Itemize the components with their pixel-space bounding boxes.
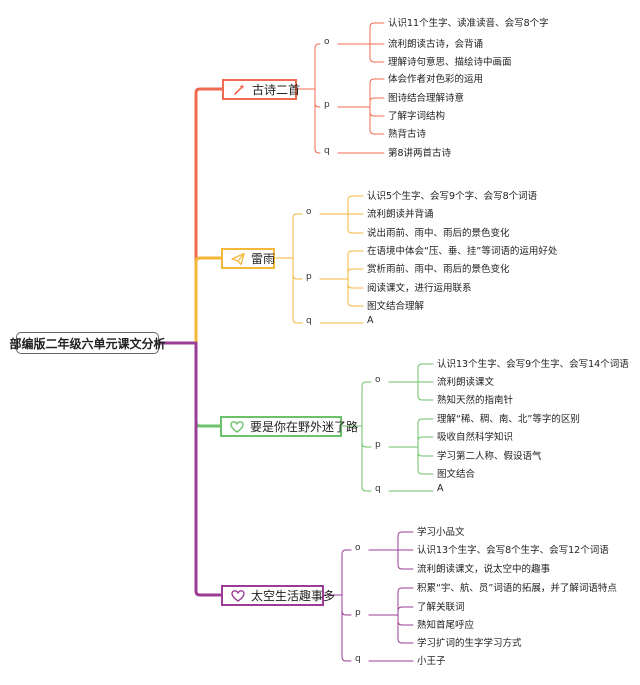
group-label[interactable]: o (306, 207, 312, 217)
leaf-topic[interactable]: 体会作者对色彩的运用 (388, 74, 484, 85)
leaf-branch (319, 278, 364, 289)
group-label[interactable]: p (324, 100, 330, 110)
leaf-topic[interactable]: 图诗结合理解诗意 (388, 93, 465, 104)
group-branch (341, 425, 372, 492)
leaf-branch (337, 22, 385, 45)
leaf-topic[interactable]: 流利朗读并背诵 (367, 209, 434, 220)
leaf-topic[interactable]: 学习小品文 (417, 527, 465, 538)
lesson-node[interactable]: 太空生活趣事多 (221, 585, 335, 606)
leaf-branch (368, 587, 414, 616)
lesson-branch (194, 341, 222, 428)
lesson-node[interactable]: 古诗二首 (222, 79, 301, 100)
leaf-branch (388, 418, 434, 448)
group-label[interactable]: o (355, 543, 361, 553)
root-label: 部编版二年级六单元课文分析 (9, 336, 166, 351)
leaf-topic[interactable]: 积累“宇、航、员”词语的拓展，并了解词语特点 (417, 583, 617, 594)
group-branch (296, 43, 321, 90)
group-branch (296, 88, 321, 154)
leaf-topic[interactable]: 熟知天然的指南针 (437, 395, 514, 406)
group-label[interactable]: o (324, 37, 330, 47)
leaf-topic[interactable]: 在语境中体会“压、垂、挂”等词语的运用好处 (367, 246, 558, 257)
leaf-topic[interactable]: 第8讲两首古诗 (388, 148, 452, 159)
lesson-branch (194, 341, 223, 597)
leaf-topic[interactable]: 了解关联词 (417, 602, 465, 613)
leaf-topic[interactable]: 说出雨前、雨中、雨后的景色变化 (367, 228, 510, 239)
leaf-topic[interactable]: 熟知首尾呼应 (417, 620, 475, 631)
leaf-branch (319, 250, 364, 280)
leaf-topic[interactable]: 图文结合 (437, 469, 476, 480)
paper-plane-icon (231, 252, 245, 266)
leaf-topic[interactable]: 理解“稀、稠、南、北”等字的区别 (437, 414, 580, 425)
leaf-branch (337, 43, 385, 63)
leaf-branch (319, 213, 364, 234)
leaf-topic[interactable]: 认识13个生字、会写8个生字、会写12个词语 (417, 545, 609, 556)
leaf-topic[interactable]: 熟背古诗 (388, 129, 427, 140)
lesson-node[interactable]: 雷雨 (221, 248, 275, 269)
leaf-topic[interactable]: 阅读课文，进行运用联系 (367, 283, 472, 294)
leaf-branch (388, 446, 434, 475)
group-branch (323, 594, 352, 662)
heart-icon (231, 589, 245, 603)
lesson-title: 古诗二首 (252, 83, 301, 97)
group-label[interactable]: p (355, 608, 361, 618)
leaf-branch (337, 106, 385, 117)
leaf-topic[interactable]: 认识13个生字、会写9个生字、会写14个词语 (437, 359, 629, 370)
leaf-branch (368, 549, 414, 570)
leaf-topic[interactable]: A (437, 483, 444, 494)
leaf-branch (368, 614, 414, 626)
leaf-branch (388, 381, 434, 401)
leaf-branch (337, 97, 385, 108)
group-label[interactable]: p (306, 272, 312, 282)
group-branch (323, 549, 352, 596)
leaf-branch (368, 606, 414, 616)
leaf-topic[interactable]: 认识11个生字、读准读音、会写8个字 (388, 18, 549, 29)
leaf-branch (388, 363, 434, 383)
leaf-branch (319, 195, 364, 215)
leaf-topic[interactable]: 吸收自然科学知识 (437, 432, 514, 443)
magic-wand-icon (232, 83, 246, 97)
group-label[interactable]: p (375, 440, 381, 450)
group-branch (341, 381, 372, 427)
leaf-branch (337, 78, 385, 108)
leaf-topic[interactable]: 了解字词结构 (388, 111, 446, 122)
leaf-topic[interactable]: 流利朗读古诗，会背诵 (388, 39, 484, 50)
group-label[interactable]: q (306, 316, 312, 326)
lesson-branch (194, 87, 224, 345)
leaf-branch (388, 446, 434, 457)
leaf-topic[interactable]: 学习第二人称、假设语气 (437, 451, 542, 462)
leaf-branch (337, 106, 385, 135)
lesson-title: 太空生活趣事多 (251, 589, 336, 603)
group-label[interactable]: q (355, 654, 361, 664)
leaf-branch (319, 268, 364, 280)
lesson-branch (194, 256, 223, 345)
leaf-topic[interactable]: 学习扩词的生字学习方式 (417, 638, 522, 649)
leaf-topic[interactable]: 认识5个生字、会写9个字、会写8个词语 (367, 191, 538, 202)
group-label[interactable]: o (375, 375, 381, 385)
leaf-topic[interactable]: 流利朗读课文 (437, 377, 495, 388)
leaf-topic[interactable]: 赏析雨前、雨中、雨后的景色变化 (367, 264, 510, 275)
heart-icon (230, 420, 244, 434)
leaf-branch (368, 614, 414, 644)
group-label[interactable]: q (375, 484, 381, 494)
leaf-topic[interactable]: 图文结合理解 (367, 301, 425, 312)
group-branch (296, 88, 321, 108)
leaf-branch (319, 278, 364, 307)
group-label[interactable]: q (324, 146, 330, 156)
group-branch (274, 257, 303, 324)
root-node[interactable]: 部编版二年级六单元课文分析 (10, 332, 166, 354)
leaf-topic[interactable]: 小王子 (417, 656, 446, 667)
leaf-topic[interactable]: 理解诗句意思、描绘诗中画面 (388, 57, 512, 68)
leaf-topic[interactable]: A (367, 315, 374, 326)
group-branch (274, 257, 303, 280)
lesson-node[interactable]: 要是你在野外迷了路 (220, 416, 358, 437)
group-branch (274, 213, 303, 259)
leaf-topic[interactable]: 流利朗读课文，说太空中的趣事 (417, 564, 551, 575)
leaf-branch (388, 436, 434, 448)
leaf-branch (368, 531, 414, 551)
lesson-title: 要是你在野外迷了路 (250, 420, 359, 434)
lesson-title: 雷雨 (251, 252, 276, 266)
